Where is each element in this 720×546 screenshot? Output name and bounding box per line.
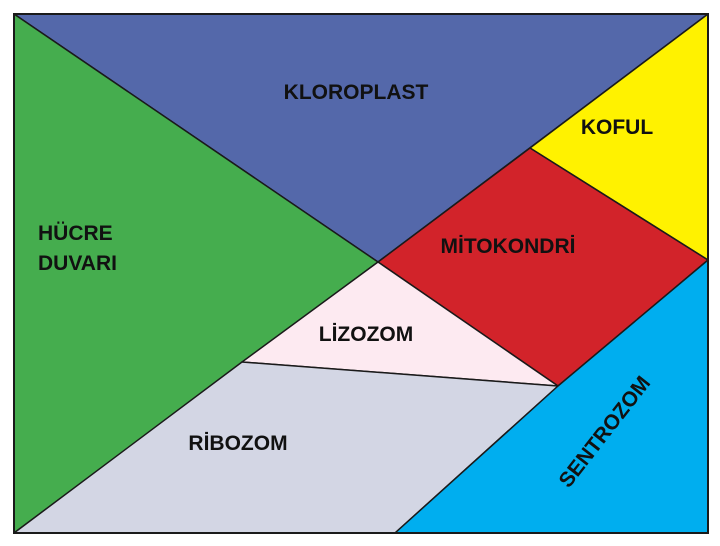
hucre-duvari-label-line1: HÜCRE	[38, 222, 113, 245]
hucre-duvari-label-line2: DUVARI	[38, 252, 117, 275]
mitokondri-label: MİTOKONDRİ	[441, 235, 576, 258]
lizozom-label: LİZOZOM	[319, 323, 413, 346]
koful-label: KOFUL	[581, 116, 653, 139]
ribozom-label: RİBOZOM	[188, 432, 287, 455]
frame	[13, 13, 709, 534]
kloroplast-label: KLOROPLAST	[284, 81, 429, 104]
